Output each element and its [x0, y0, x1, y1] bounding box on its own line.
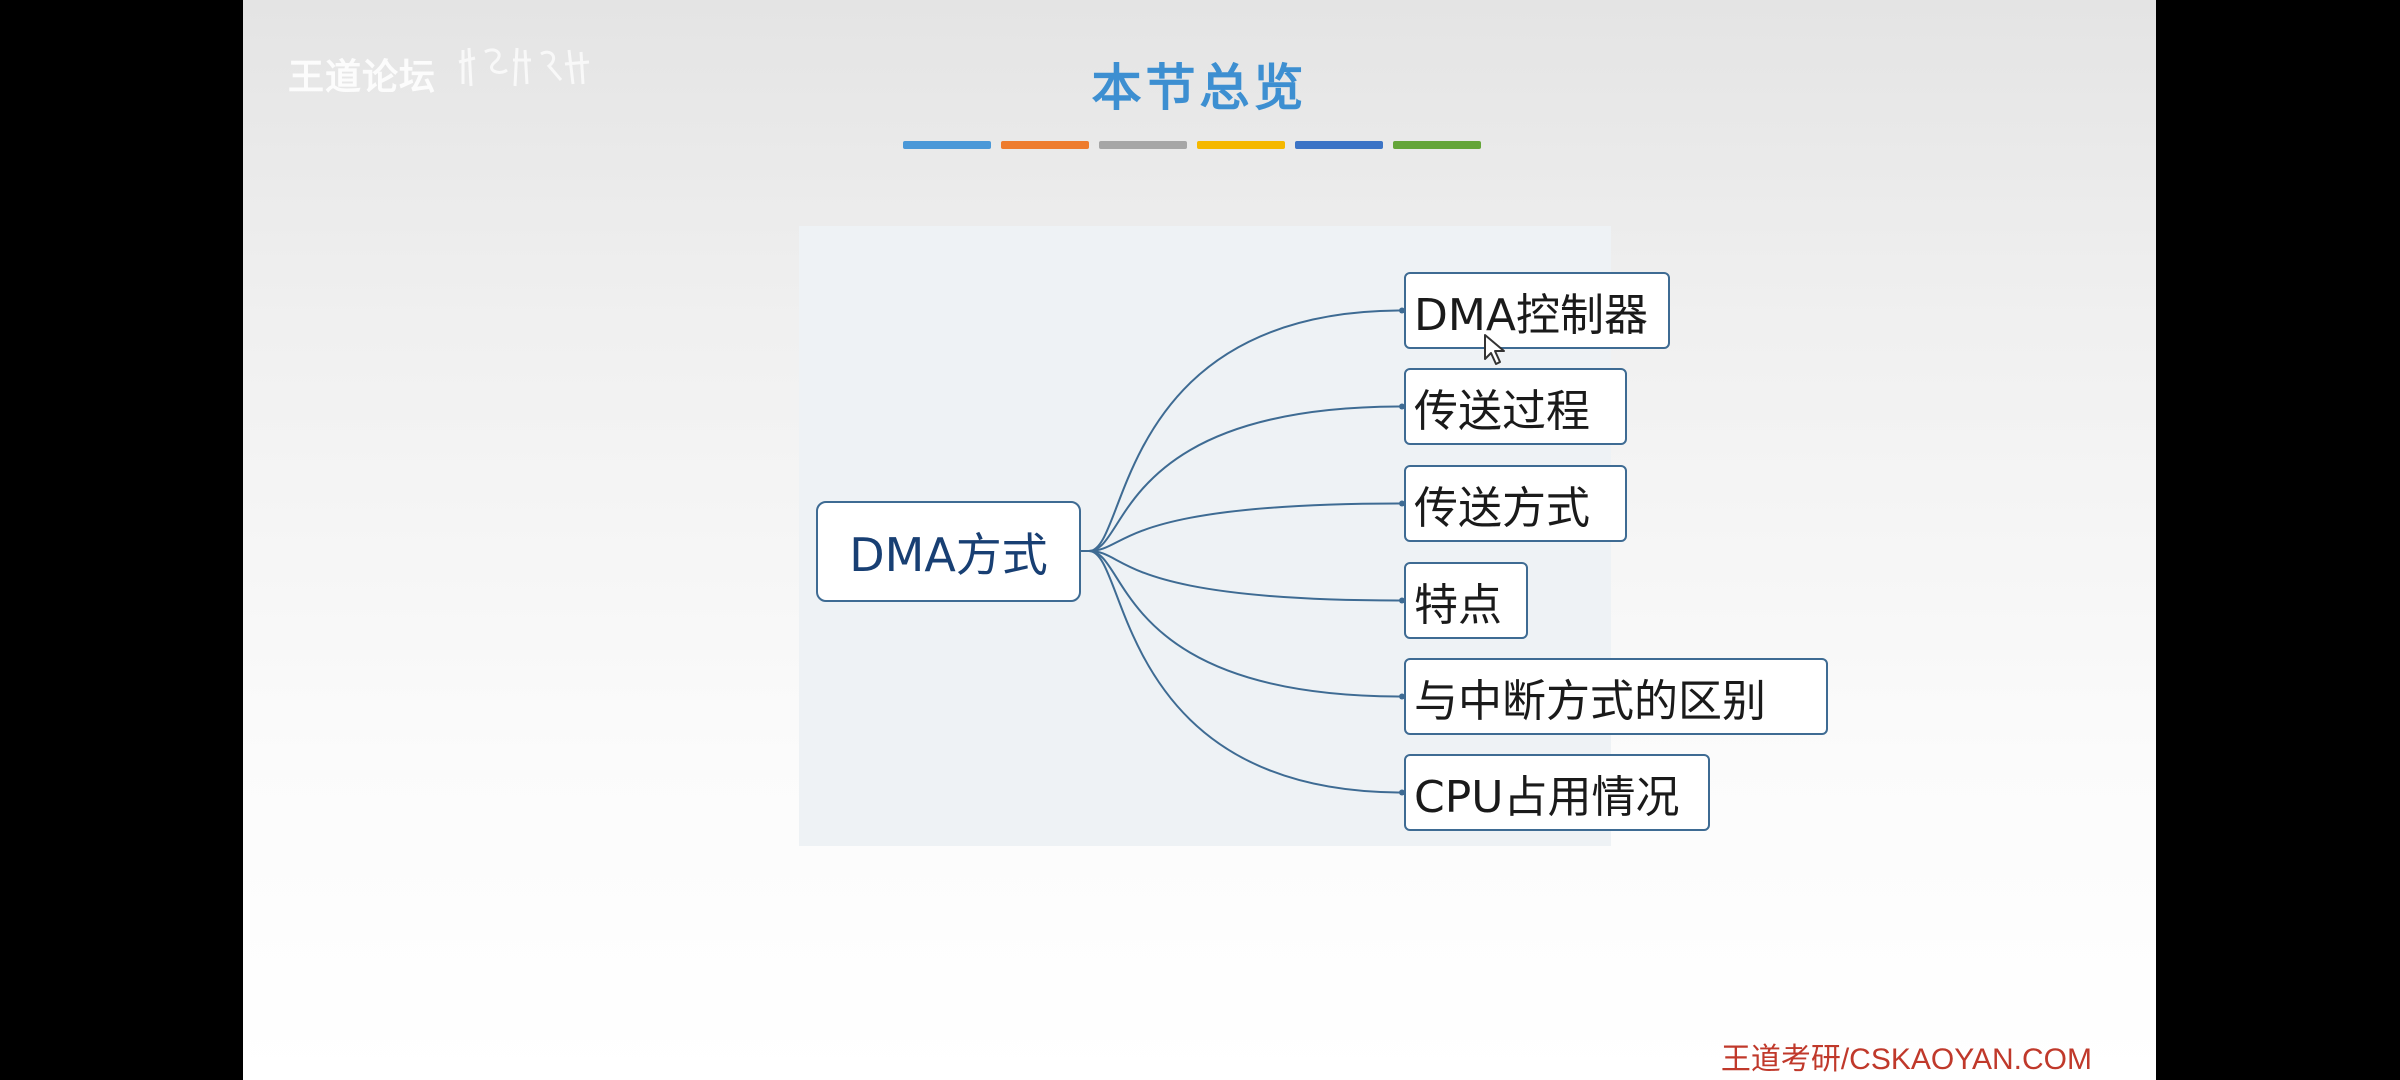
mindmap-connectors [1081, 307, 1405, 796]
slide: 王道论坛 本节总览 DMA方式 DMA控制器传送过程传送方式特点与中断方式的区别… [243, 0, 2156, 1080]
footer-brand: 王道考研/CSKAOYAN.COM [1720, 1043, 2092, 1076]
mindmap-root-node: DMA方式 [816, 501, 1081, 602]
title-color-bar [1197, 141, 1285, 149]
mindmap-branch-label: 传送方式 [1414, 482, 1590, 534]
mindmap-branch-node: 特点 [1404, 562, 1528, 639]
mindmap-branch-label: DMA控制器 [1414, 289, 1648, 341]
watermark-text: 王道论坛 [288, 57, 437, 98]
mindmap-connector-dot [1399, 500, 1405, 507]
mindmap-branch-node: 传送方式 [1404, 465, 1627, 542]
mindmap-branch-label: 特点 [1414, 579, 1502, 631]
mindmap-connector [1088, 405, 1403, 552]
mindmap-connector [1088, 550, 1403, 794]
mouse-cursor-icon [1484, 334, 1505, 365]
mindmap-connector-dot [1399, 597, 1405, 604]
mindmap-branch-label: 传送过程 [1414, 385, 1590, 437]
title-color-bar [1099, 141, 1187, 149]
mindmap-connector-dot [1399, 403, 1405, 410]
mindmap-root-label: DMA方式 [849, 527, 1048, 582]
mindmap-branch-node: 与中断方式的区别 [1404, 658, 1828, 735]
title-color-bar [1295, 141, 1383, 149]
mindmap-connector-dot [1399, 789, 1405, 796]
mindmap-connector-dot [1399, 693, 1405, 700]
mindmap-connector [1088, 550, 1403, 698]
mindmap-connector [1088, 309, 1403, 552]
mindmap-connector-dot [1399, 307, 1405, 314]
mindmap-branch-node: DMA控制器 [1404, 272, 1670, 349]
slide-title: 本节总览 [1091, 58, 1308, 117]
title-color-bar [1393, 141, 1481, 149]
mindmap-branch-node: 传送过程 [1404, 368, 1627, 445]
title-color-bar [1001, 141, 1089, 149]
mindmap-branch-node: CPU占用情况 [1404, 754, 1710, 831]
mindmap-branch-label: 与中断方式的区别 [1414, 675, 1766, 727]
title-color-bar [903, 141, 991, 149]
mindmap-connector [1088, 502, 1403, 552]
mindmap-branch-label: CPU占用情况 [1414, 771, 1680, 823]
watermark-logo-icon [458, 47, 590, 87]
mindmap-connector [1088, 550, 1403, 602]
